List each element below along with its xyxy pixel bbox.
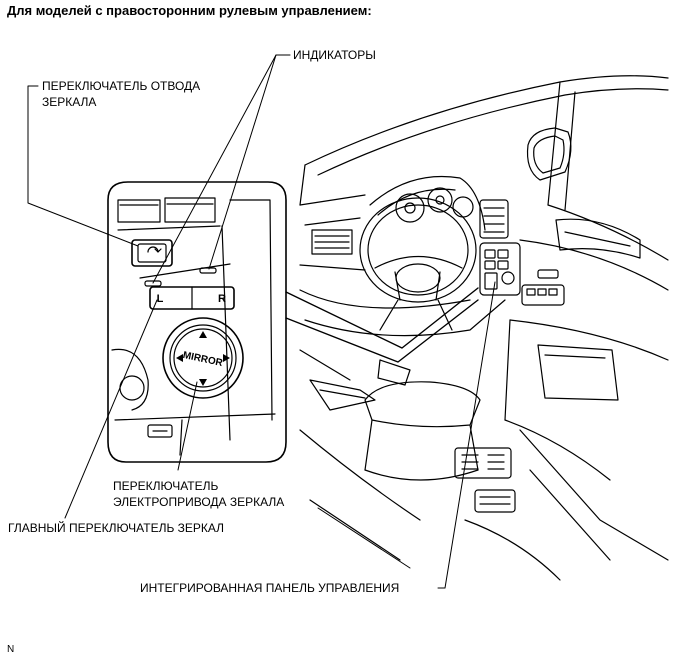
label-integrated-control-panel: ИНТЕГРИРОВАННАЯ ПАНЕЛЬ УПРАВЛЕНИЯ [140, 581, 400, 595]
knob-arrow-left-icon [176, 354, 183, 362]
selector-right-marking: R [218, 293, 226, 305]
callout-connector [285, 287, 479, 363]
knob-arrow-up-icon [199, 331, 207, 338]
diagram-heading: Для моделей с правосторонним рулевым упр… [7, 3, 372, 18]
label-mirror-power-switch: ПЕРЕКЛЮЧАТЕЛЬ ЭЛЕКТРОПРИВОДА ЗЕРКАЛА [113, 479, 285, 509]
leader-lines [27, 54, 496, 589]
selector-left-marking: L [157, 293, 164, 305]
car-interior-drawing [299, 75, 669, 581]
label-main-mirror-switch: ГЛАВНЫЙ ПЕРЕКЛЮЧАТЕЛЬ ЗЕРКАЛ [8, 521, 225, 535]
knob-mirror-marking: MIRROR [182, 350, 225, 369]
switch-panel-closeup [111, 197, 276, 456]
knob-arrow-down-icon [199, 379, 207, 386]
corner-mark: N [7, 644, 15, 655]
label-indicators: ИНДИКАТОРЫ [293, 48, 376, 62]
knob-arrow-right-icon [223, 354, 230, 362]
label-mirror-retract-switch: ПЕРЕКЛЮЧАТЕЛЬ ОТВОДА ЗЕРКАЛА [42, 79, 201, 109]
callout-frame [107, 181, 287, 463]
